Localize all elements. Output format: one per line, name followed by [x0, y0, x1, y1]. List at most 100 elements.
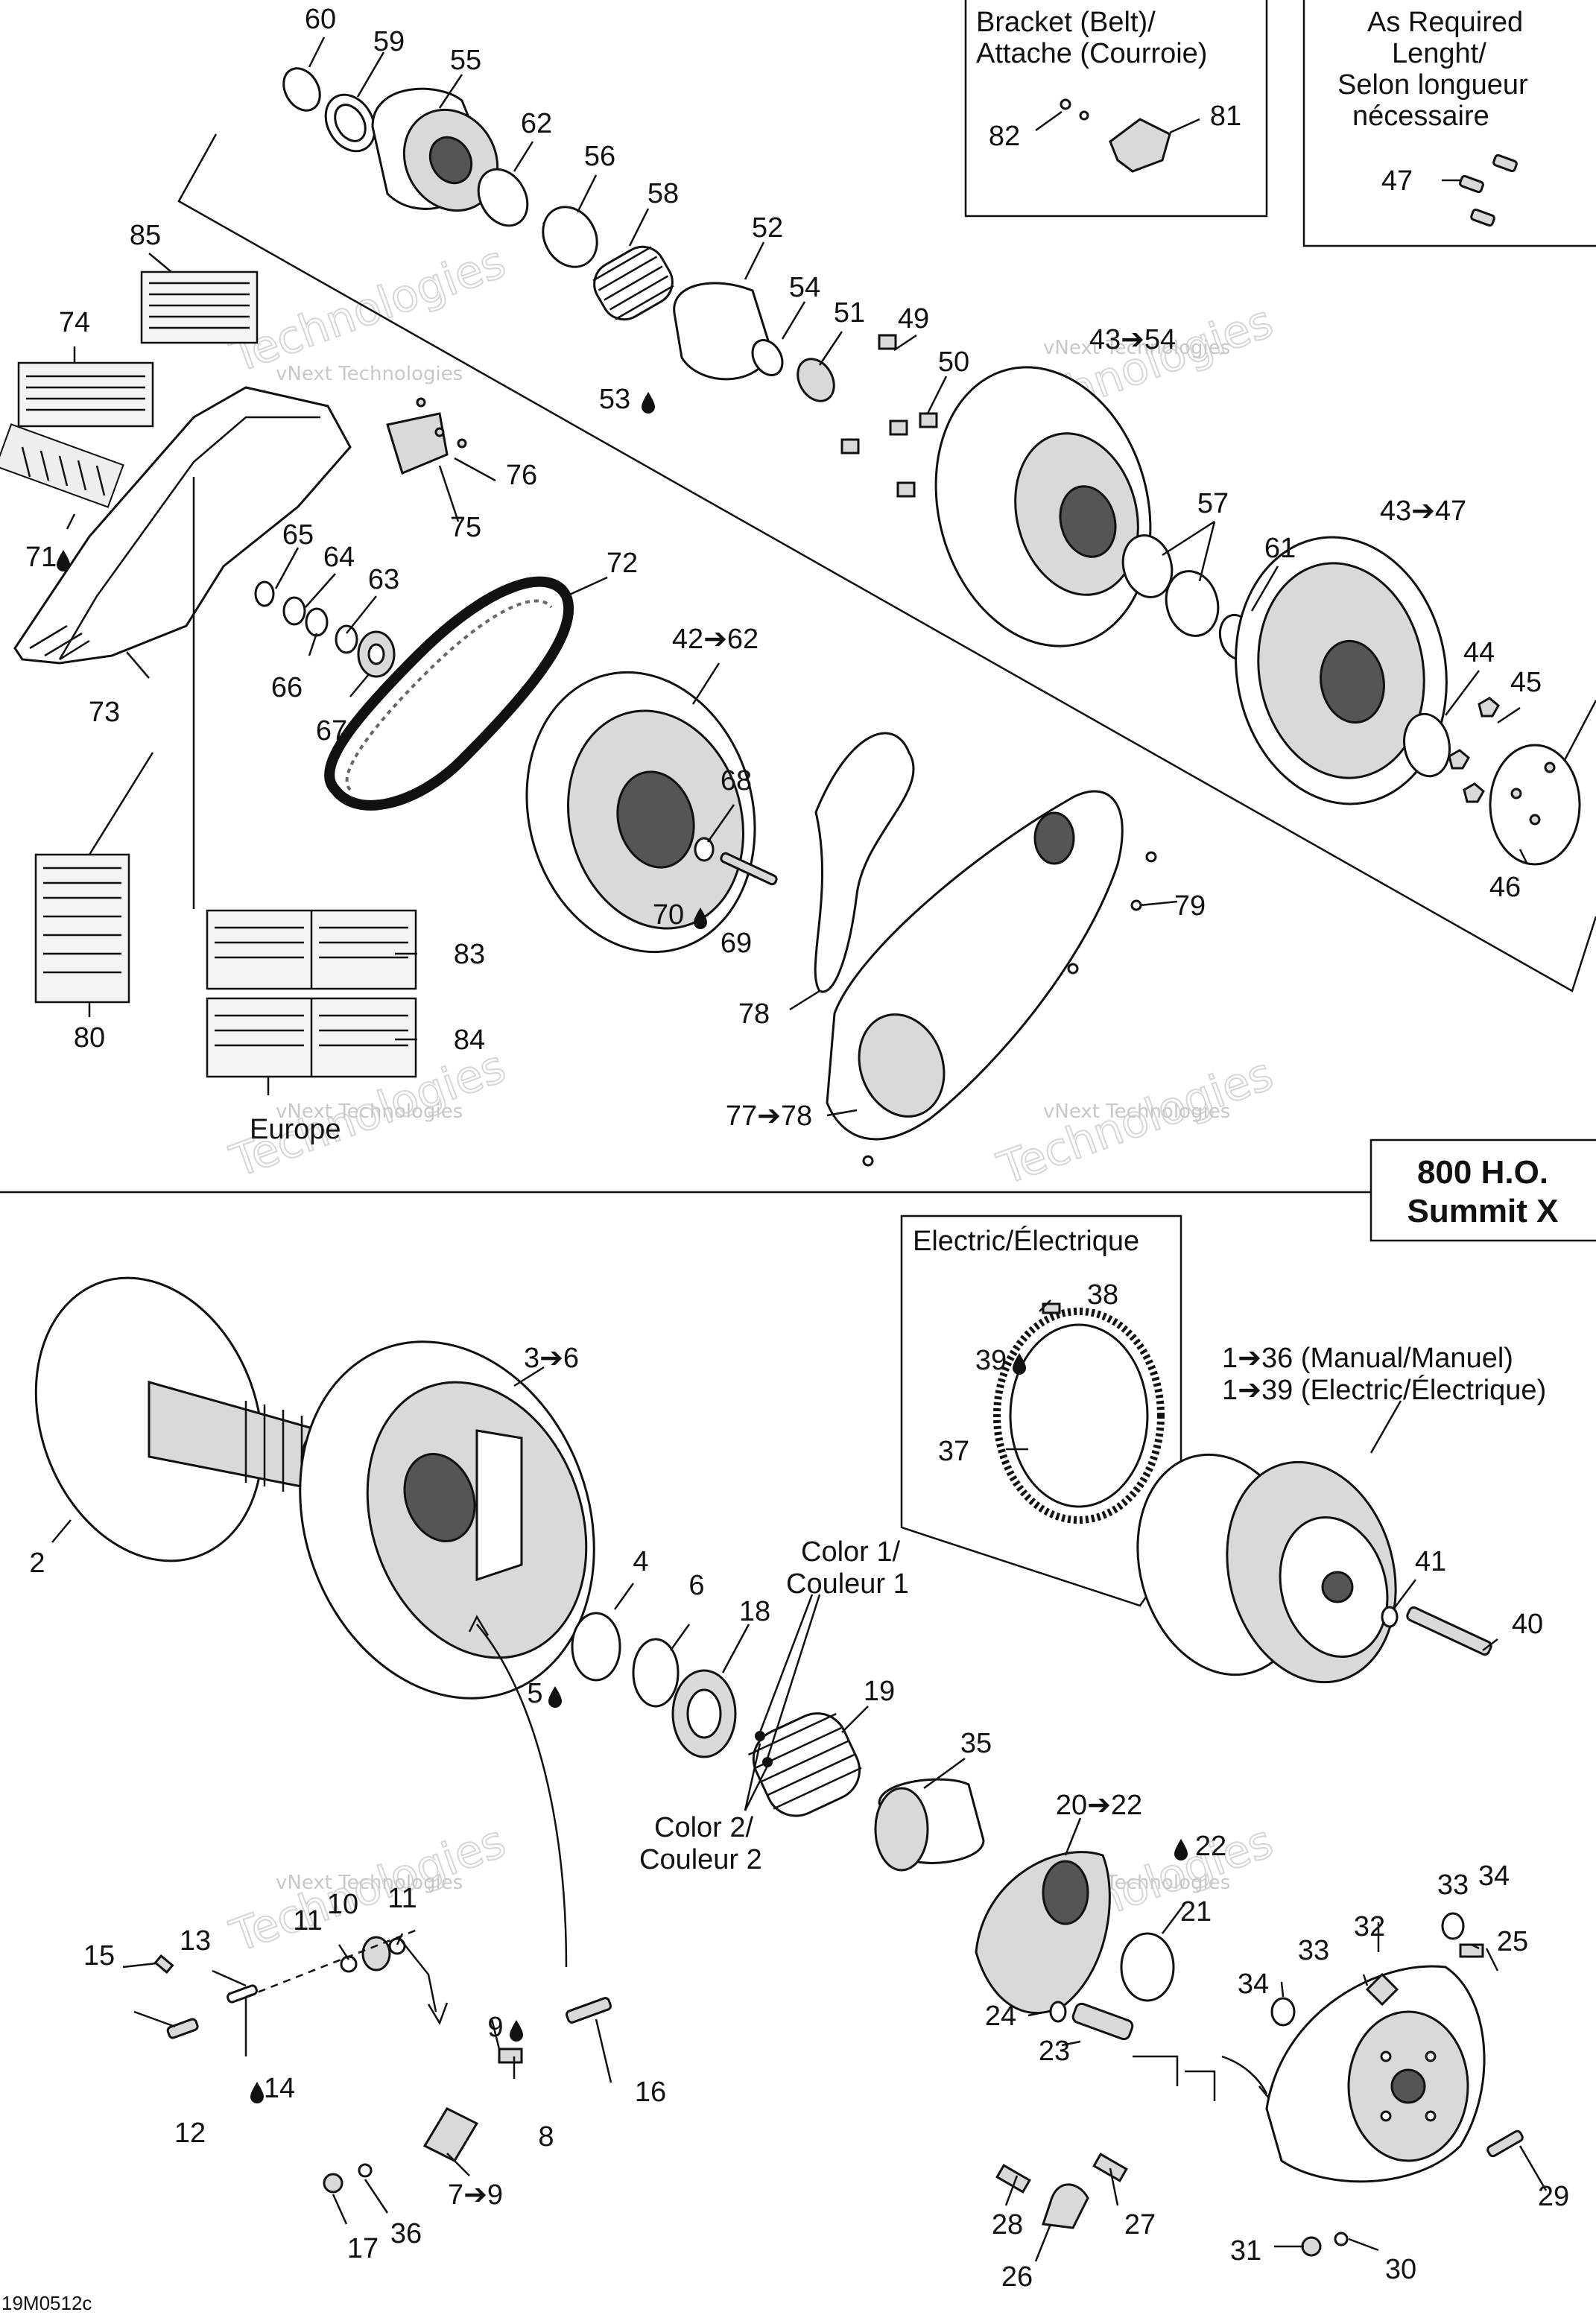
callout-36: 36: [390, 2218, 422, 2249]
callout-21: 21: [1180, 1896, 1212, 1928]
callout-35: 35: [960, 1728, 992, 1759]
europe-label: Europe: [250, 1114, 341, 1145]
as-required-1: As Required: [1367, 7, 1523, 38]
callout-20-22: 20➔22: [1056, 1790, 1142, 1821]
callout-81: 81: [1210, 101, 1241, 132]
callout-66: 66: [271, 672, 303, 703]
callout-72: 72: [607, 548, 638, 579]
callout-11b: 11: [387, 1883, 417, 1914]
callout-54: 54: [789, 272, 820, 303]
pulley-43-47: [1235, 536, 1581, 866]
belt-cover-77-78: [814, 732, 1157, 1167]
ref-line: [1563, 700, 1596, 761]
callout-27: 27: [1124, 2209, 1156, 2240]
as-required-2: Lenght/: [1392, 38, 1486, 69]
color2-line2: Couleur 2: [639, 1844, 762, 1875]
callout-62: 62: [521, 108, 552, 139]
callout-6: 6: [688, 1570, 704, 1601]
callout-64: 64: [323, 542, 355, 573]
color1-line2: Couleur 1: [786, 1568, 909, 1600]
callout-51: 51: [834, 297, 865, 329]
bracket-belt-box: Bracket (Belt)/ Attache (Courroie): [964, 0, 1268, 218]
sheave-43-54: [934, 366, 1255, 661]
callout-33b: 33: [1298, 1935, 1329, 1966]
stickers-top-left: [17, 270, 259, 428]
callout-10: 10: [327, 1889, 358, 1920]
callout-50: 50: [938, 346, 969, 378]
callout-73: 73: [89, 697, 120, 728]
callout-59: 59: [373, 26, 405, 57]
bracket-belt-title-2: Attache (Courroie): [976, 38, 1207, 69]
callout-47: 47: [1381, 165, 1413, 197]
callout-55: 55: [450, 45, 481, 76]
callout-34b: 34: [1238, 1969, 1269, 2000]
callout-84: 84: [454, 1025, 485, 1056]
callout-38: 38: [1087, 1279, 1118, 1311]
callout-69: 69: [721, 928, 752, 959]
sliding-sheave-3-6: [299, 1340, 595, 1700]
callout-3-6: 3➔6: [524, 1343, 579, 1374]
model-line-2: Summit X: [1407, 1193, 1559, 1229]
callout-42-62: 42➔62: [672, 624, 759, 655]
drawing-code: 19M0512c: [1, 2292, 92, 2314]
callout-4: 4: [633, 1546, 648, 1577]
callout-76: 76: [506, 460, 537, 491]
callout-45: 45: [1510, 667, 1542, 698]
callout-80: 80: [74, 1022, 105, 1054]
electric-box: Electric/Électrique: [900, 1214, 1182, 1607]
parts-4-19-35: [571, 1612, 985, 1872]
electric-range: 1➔39 (Electric/Électrique): [1222, 1374, 1546, 1406]
callout-19: 19: [864, 1676, 895, 1707]
callout-63: 63: [368, 564, 399, 595]
callout-24: 24: [985, 2001, 1016, 2032]
callout-65: 65: [282, 519, 314, 551]
callout-53: 53: [599, 384, 630, 415]
watermark-small: vNext Technologies: [276, 1101, 463, 1123]
as-required-3: Selon longueur: [1337, 69, 1528, 101]
callout-25: 25: [1497, 1926, 1528, 1957]
callout-57: 57: [1197, 488, 1229, 519]
callout-71: 71: [25, 542, 57, 573]
callout-5: 5: [527, 1678, 542, 1709]
callout-41: 41: [1415, 1546, 1446, 1577]
color1-line1: Color 1/: [801, 1536, 900, 1568]
callout-43-47: 43➔47: [1380, 495, 1466, 527]
callout-67: 67: [316, 715, 347, 747]
callout-46: 46: [1489, 872, 1521, 903]
callout-8: 8: [538, 2121, 554, 2153]
manual-range: 1➔36 (Manual/Manuel): [1222, 1343, 1513, 1374]
callout-56: 56: [584, 141, 615, 172]
callout-39: 39: [975, 1345, 1007, 1376]
callout-43-54: 43➔54: [1089, 324, 1176, 355]
watermark-big: Technologies: [224, 235, 512, 383]
color2-line1: Color 2/: [654, 1812, 753, 1843]
callout-30: 30: [1385, 2254, 1416, 2285]
callout-31: 31: [1230, 2235, 1261, 2267]
callout-18: 18: [739, 1596, 770, 1627]
model-box: 800 H.O. Summit X: [1369, 1139, 1596, 1242]
callout-11a: 11: [293, 1905, 322, 1936]
callout-44: 44: [1463, 637, 1495, 668]
callout-32: 32: [1354, 1911, 1385, 1942]
fixed-sheave-2: [34, 1276, 341, 1562]
callout-26: 26: [1001, 2261, 1033, 2293]
callout-23: 23: [1039, 2036, 1070, 2067]
weight-arms-7-9: [153, 1936, 612, 2194]
callout-13: 13: [180, 1925, 211, 1957]
callout-77-78: 77➔78: [726, 1101, 812, 1132]
leader-lines-top: [66, 37, 1529, 1117]
callout-33a: 33: [1437, 1869, 1469, 1901]
callout-37: 37: [938, 1436, 969, 1467]
callout-74: 74: [59, 307, 90, 338]
callout-28: 28: [992, 2209, 1023, 2240]
drive-pulley-assembly: [1136, 1453, 1492, 1684]
stickers-bottom-left: [34, 477, 417, 1095]
callout-22: 22: [1195, 1831, 1226, 1862]
callout-15: 15: [83, 1940, 115, 1972]
callout-75: 75: [450, 512, 481, 543]
spider-20-22: [975, 1851, 1175, 2041]
callout-82: 82: [989, 121, 1020, 152]
callout-85: 85: [130, 220, 161, 251]
model-line-1: 800 H.O.: [1417, 1154, 1548, 1191]
as-required-4: nécessaire: [1352, 101, 1489, 132]
